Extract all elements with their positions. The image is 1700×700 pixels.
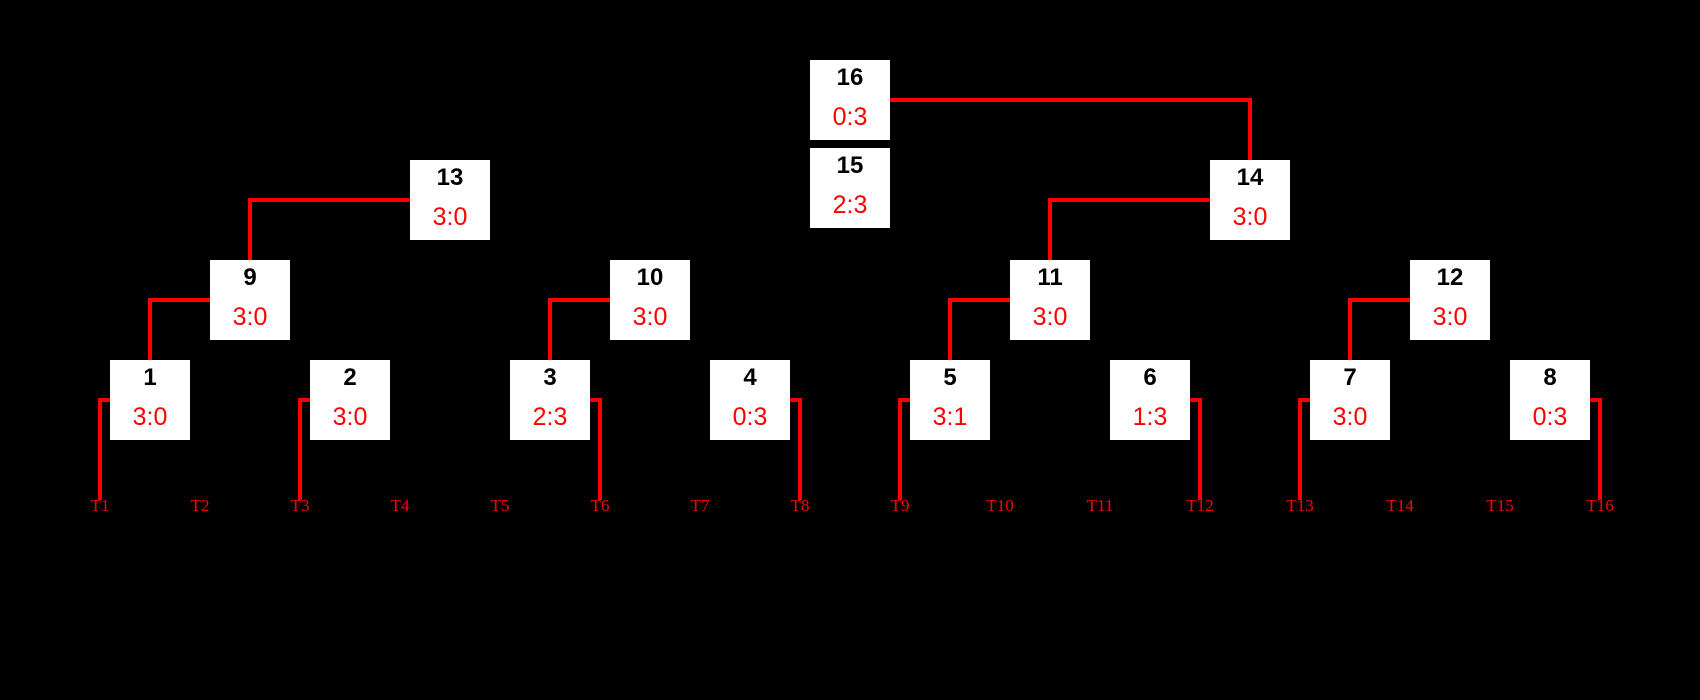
team-label-t14: T14: [1386, 496, 1414, 515]
connector-match1-to-team1: [98, 398, 110, 500]
match-number: 2: [343, 364, 357, 391]
team-label-t5: T5: [490, 496, 510, 515]
match-number: 16: [836, 64, 864, 91]
match-number: 15: [836, 152, 864, 179]
match-score: 2:3: [832, 191, 868, 219]
match-score: 3:0: [1332, 403, 1368, 431]
connector-match11-to-match5: [948, 298, 1010, 360]
match-score: 0:3: [732, 403, 768, 431]
team-label-t12: T12: [1186, 496, 1214, 515]
connector-match10-to-match3: [548, 298, 610, 360]
match-number: 12: [1436, 264, 1464, 291]
connector-match4-to-team8: [790, 398, 802, 500]
connector-match3-to-team6: [590, 398, 602, 500]
match-score: 3:1: [932, 403, 968, 431]
match-box-5: 5 3:1: [910, 360, 990, 440]
match-score: 3:0: [332, 403, 368, 431]
match-number: 10: [636, 264, 664, 291]
match-box-1: 1 3:0: [110, 360, 190, 440]
match-score: 3:0: [232, 303, 268, 331]
connector-match9-to-match1: [148, 298, 210, 360]
connector-match6-to-team12: [1190, 398, 1202, 500]
team-label-t16: T16: [1586, 496, 1614, 515]
match-number: 14: [1236, 164, 1264, 191]
team-label-t9: T9: [890, 496, 910, 515]
team-label-t15: T15: [1486, 496, 1514, 515]
team-label-t10: T10: [986, 496, 1014, 515]
match-number: 9: [243, 264, 257, 291]
match-box-6: 6 1:3: [1110, 360, 1190, 440]
match-box-3: 3 2:3: [510, 360, 590, 440]
connector-final16-to-match14: [890, 98, 1252, 160]
match-score: 0:3: [832, 103, 868, 131]
connector-match5-to-team9: [898, 398, 910, 500]
match-number: 4: [743, 364, 757, 391]
match-score: 3:0: [1432, 303, 1468, 331]
match-box-15: 15 2:3: [810, 148, 890, 228]
match-box-4: 4 0:3: [710, 360, 790, 440]
match-number: 3: [543, 364, 557, 391]
match-box-12: 12 3:0: [1410, 260, 1490, 340]
match-number: 8: [1543, 364, 1557, 391]
team-label-t11: T11: [1086, 496, 1114, 515]
match-box-9: 9 3:0: [210, 260, 290, 340]
match-number: 11: [1037, 264, 1063, 291]
match-box-2: 2 3:0: [310, 360, 390, 440]
match-number: 5: [943, 364, 957, 391]
connector-match2-to-team3: [298, 398, 310, 500]
match-number: 1: [143, 364, 157, 391]
connector-match14-to-match11: [1048, 198, 1210, 260]
match-number: 6: [1143, 364, 1157, 391]
connector-match7-to-team13: [1298, 398, 1310, 500]
team-label-t13: T13: [1286, 496, 1314, 515]
match-number: 7: [1343, 364, 1357, 391]
team-label-t1: T1: [90, 496, 110, 515]
connector-match12-to-match7: [1348, 298, 1410, 360]
match-box-11: 11 3:0: [1010, 260, 1090, 340]
match-box-7: 7 3:0: [1310, 360, 1390, 440]
team-label-t6: T6: [590, 496, 610, 515]
team-label-t2: T2: [190, 496, 210, 515]
team-label-t8: T8: [790, 496, 810, 515]
match-box-16: 16 0:3: [810, 60, 890, 140]
match-number: 13: [436, 164, 464, 191]
match-box-14: 14 3:0: [1210, 160, 1290, 240]
match-score: 3:0: [1232, 203, 1268, 231]
connector-match13-to-match9: [248, 198, 410, 260]
match-score: 0:3: [1532, 403, 1568, 431]
match-score: 1:3: [1132, 403, 1168, 431]
match-box-8: 8 0:3: [1510, 360, 1590, 440]
team-label-t4: T4: [390, 496, 410, 515]
team-label-t7: T7: [690, 496, 710, 515]
match-score: 3:0: [1032, 303, 1068, 331]
team-label-t3: T3: [290, 496, 310, 515]
match-score: 3:0: [632, 303, 668, 331]
match-box-10: 10 3:0: [610, 260, 690, 340]
match-score: 3:0: [432, 203, 468, 231]
connector-match8-to-team16: [1590, 398, 1602, 500]
match-box-13: 13 3:0: [410, 160, 490, 240]
match-score: 3:0: [132, 403, 168, 431]
match-score: 2:3: [532, 403, 568, 431]
